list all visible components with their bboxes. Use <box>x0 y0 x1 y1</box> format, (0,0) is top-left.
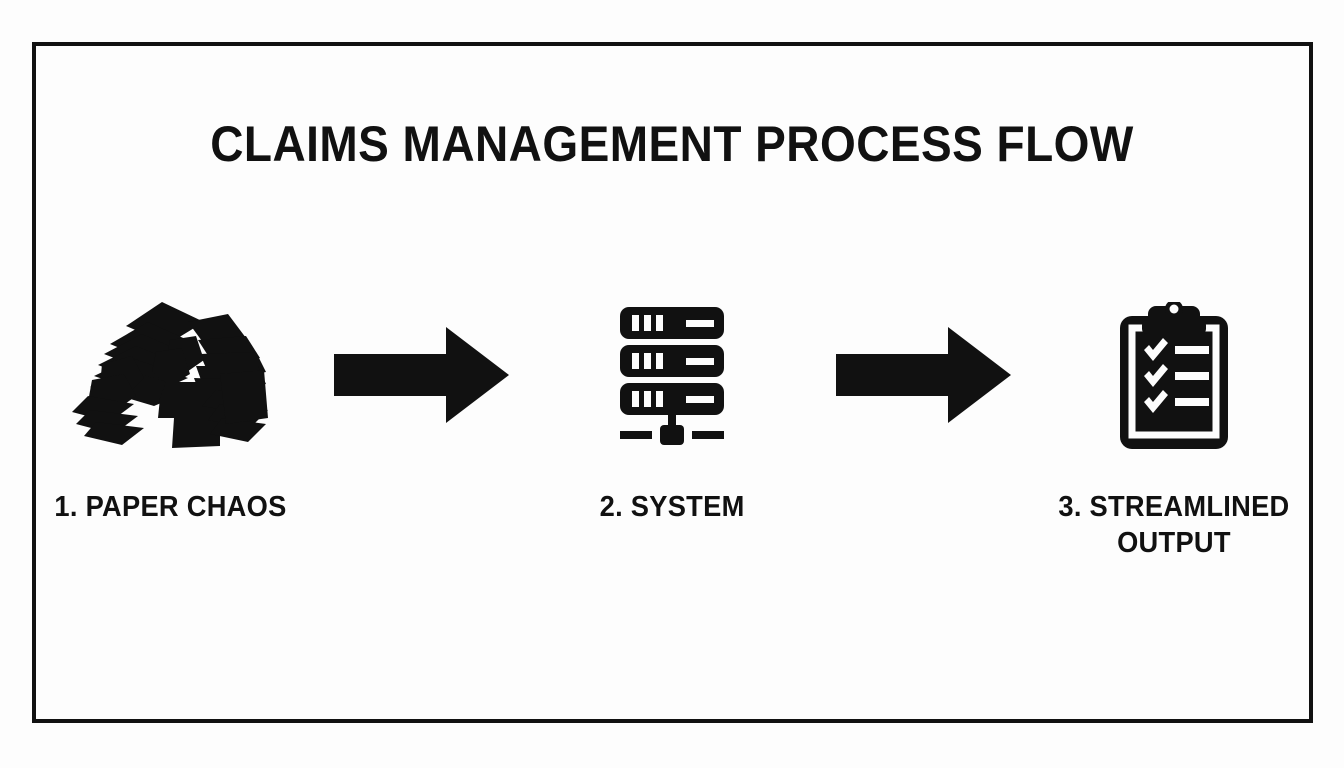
process-step-paper-chaos[interactable]: 1. PAPER CHAOS <box>40 295 300 525</box>
process-step-label-streamlined-output: 3. STREAMLINED OUTPUT <box>1058 489 1289 561</box>
paper-pile-icon-container <box>70 295 270 455</box>
process-step-system[interactable]: 2. SYSTEM <box>542 295 802 525</box>
clipboard-checklist-icon <box>1120 301 1228 449</box>
process-flow-row: 1. PAPER CHAOS <box>40 295 1304 585</box>
process-step-label-line-1: 3. STREAMLINED <box>1058 491 1290 523</box>
page-title: CLAIMS MANAGEMENT PROCESS FLOW <box>210 116 1134 172</box>
process-step-streamlined-output[interactable]: 3. STREAMLINED OUTPUT <box>1044 295 1304 561</box>
process-step-label-system: 2. SYSTEM <box>599 491 745 523</box>
clipboard-checklist-icon-container <box>1118 295 1230 455</box>
arrow-right-icon <box>333 327 509 423</box>
server-rack-icon <box>620 307 724 445</box>
arrow-right-icon <box>835 327 1011 423</box>
paper-pile-icon <box>72 302 268 448</box>
server-rack-icon-container <box>616 295 728 455</box>
connector-arrow-2 <box>828 295 1018 455</box>
process-step-label-paper-chaos: 1. PAPER CHAOS <box>53 491 287 523</box>
connector-arrow-1 <box>326 295 516 455</box>
process-step-label-line-2: OUTPUT <box>1117 527 1231 559</box>
